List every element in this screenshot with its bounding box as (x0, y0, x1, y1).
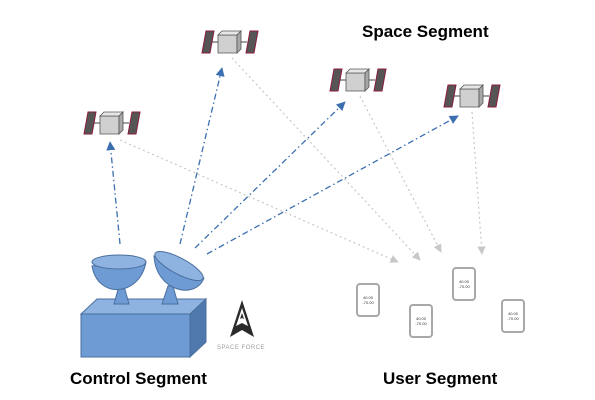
satellite-icon (201, 30, 259, 54)
gps-receiver-icon: 40.00 -70.00 (356, 283, 380, 317)
receiver-coordinate: 40.00 (458, 279, 469, 284)
downlink-arrow (119, 139, 399, 263)
space-segment-label: Space Segment (362, 22, 489, 41)
user-segment-label: User Segment (383, 369, 498, 388)
gps-receiver-icon: 40.00 -70.00 (452, 267, 476, 301)
uplink-arrow (179, 67, 225, 245)
uplink-arrow (206, 115, 459, 255)
satellite-icon (329, 68, 387, 92)
uplink-arrow (106, 141, 121, 245)
receiver-coordinate: -70.00 (458, 284, 470, 289)
receiver-coordinate: 40.00 (415, 316, 426, 321)
control-segment-label: Control Segment (70, 369, 207, 388)
space-force-logo (230, 300, 254, 337)
ground-station-icon (79, 250, 208, 359)
satellite-icon (83, 111, 141, 135)
space-force-caption: SPACE FORCE (217, 345, 266, 351)
receiver-coordinate: -70.00 (415, 321, 427, 326)
uplink-arrow (194, 101, 346, 249)
downlink-arrow (359, 95, 442, 253)
downlink-arrows (119, 57, 486, 263)
receiver-coordinate: 40.00 (507, 311, 518, 316)
receiver-coordinate: -70.00 (507, 316, 519, 321)
uplink-arrows (106, 67, 459, 255)
receiver-coordinate: 40.00 (362, 295, 373, 300)
satellite-icon (443, 84, 501, 108)
gps-receiver-icon: 40.00 -70.00 (501, 299, 525, 333)
downlink-arrow (231, 57, 421, 261)
downlink-arrow (471, 111, 486, 255)
receiver-coordinate: -70.00 (362, 300, 374, 305)
gps-receiver-icon: 40.00 -70.00 (409, 304, 433, 338)
